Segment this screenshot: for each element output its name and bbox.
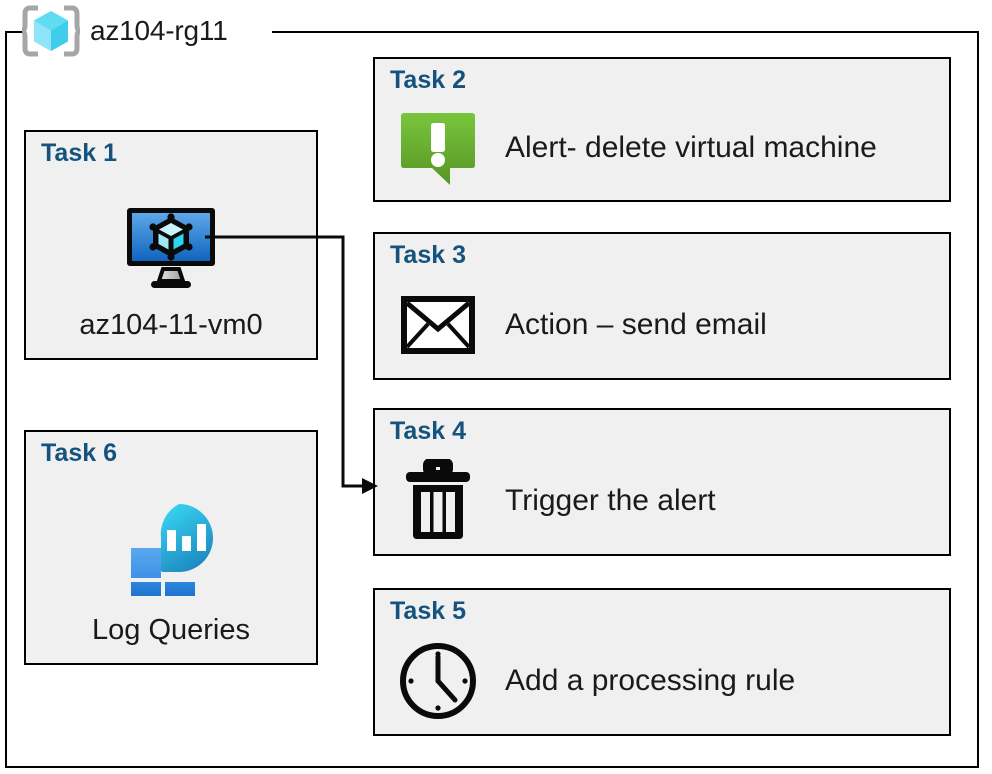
task-2-label: Task 2: [390, 66, 466, 94]
task-card-task-3[interactable]: Task 3 Action – send email: [373, 232, 951, 380]
alert-bubble-icon: [401, 112, 475, 185]
virtual-machine-icon: [127, 208, 215, 288]
task-5-text: Add a processing rule: [505, 663, 796, 697]
clock-icon: [400, 643, 476, 719]
task-3-text: Action – send email: [505, 307, 767, 341]
resource-group-title: az104-rg11: [90, 15, 228, 46]
task-4-body: Trigger the alert: [397, 454, 939, 548]
task-2-body: Alert- delete virtual machine: [397, 103, 939, 194]
envelope-icon: [401, 296, 475, 354]
resource-group-border-top-right: [272, 31, 979, 33]
task-card-task-1[interactable]: Task 1: [24, 130, 318, 360]
task-4-icon-wrapper: [397, 459, 479, 542]
task-2-icon-wrapper: [397, 108, 479, 190]
task-card-task-6[interactable]: Task 6: [24, 430, 318, 665]
task-3-icon-wrapper: [397, 284, 479, 366]
task-card-task-2[interactable]: Task 2 Alert- delete virtual machine: [373, 57, 951, 202]
azure-resource-group-icon: [22, 5, 80, 57]
task-4-label: Task 4: [390, 417, 466, 445]
task-1-icon-wrapper: [26, 188, 316, 308]
task-1-label: Task 1: [41, 139, 117, 167]
resource-group-border-right: [977, 31, 979, 768]
resource-group-border-left: [5, 31, 7, 768]
task-5-body: Add a processing rule: [397, 634, 939, 728]
task-card-task-4[interactable]: Task 4 Trigger the alert: [373, 408, 951, 556]
task-3-body: Action – send email: [397, 278, 939, 372]
resource-group-border-bottom: [5, 766, 979, 768]
resource-group-border-top-left: [5, 31, 23, 33]
task-5-icon-wrapper: [397, 640, 479, 722]
trash-can-icon: [406, 459, 470, 539]
task-5-label: Task 5: [390, 597, 466, 625]
task-6-caption: Log Queries: [92, 613, 250, 646]
task-6-icon-wrapper: [26, 488, 316, 608]
log-analytics-icon: [131, 504, 214, 598]
task-1-caption: az104-11-vm0: [79, 308, 263, 341]
task-6-label: Task 6: [41, 439, 117, 467]
task-4-text: Trigger the alert: [505, 483, 716, 517]
task-3-label: Task 3: [390, 241, 466, 269]
task-card-task-5[interactable]: Task 5 Add a processing rule: [373, 588, 951, 736]
task-2-text: Alert- delete virtual machine: [505, 131, 877, 165]
resource-group-header: az104-rg11: [22, 2, 228, 60]
